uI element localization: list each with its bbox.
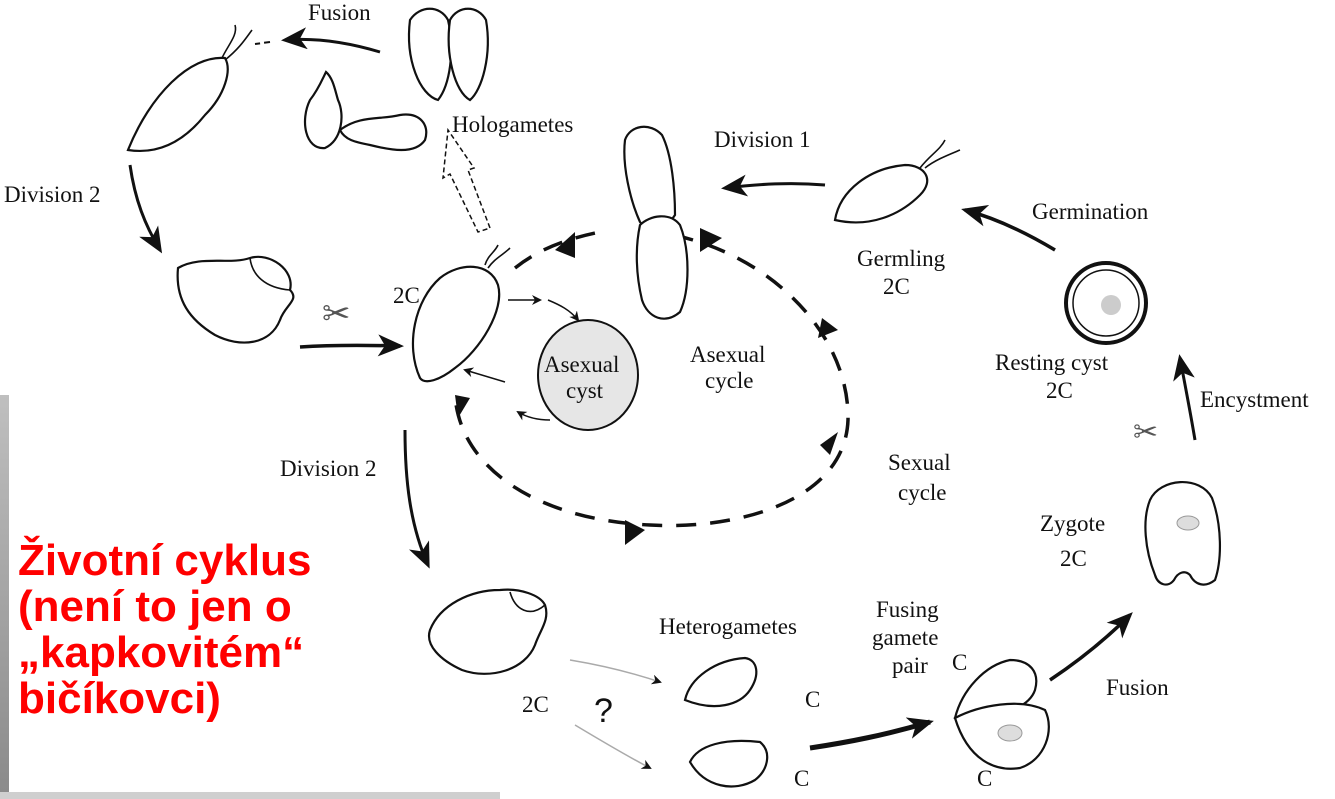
flagellate-cell-top-left bbox=[128, 25, 252, 151]
label-sexual-cycle-2: cycle bbox=[898, 480, 947, 505]
dividing-cell-left bbox=[178, 257, 294, 343]
label-hologametes: Hologametes bbox=[452, 112, 573, 137]
caption-line: Životní cyklus bbox=[18, 538, 378, 584]
dividing-cell-division1 bbox=[624, 127, 687, 319]
slide-edge-bottom bbox=[0, 792, 500, 799]
slide-edge bbox=[0, 395, 9, 799]
label-c-bottom-fusing: C bbox=[977, 766, 992, 791]
scissors-icon: ✂ bbox=[322, 294, 351, 334]
label-germling-2c: 2C bbox=[883, 274, 910, 299]
label-resting-cyst: Resting cyst bbox=[995, 350, 1109, 375]
caption-line: „kapkovitém“ bbox=[18, 630, 378, 676]
label-germination: Germination bbox=[1032, 199, 1149, 224]
label-fusion-bottom: Fusion bbox=[1106, 675, 1169, 700]
label-c-bottom: C bbox=[794, 766, 809, 791]
label-zygote: Zygote bbox=[1040, 511, 1105, 536]
label-c-right: C bbox=[805, 687, 820, 712]
label-division2-top: Division 2 bbox=[4, 182, 100, 207]
label-sexual-cycle-1: Sexual bbox=[888, 450, 951, 475]
division1-arrow bbox=[725, 184, 825, 188]
zygote-cell bbox=[1145, 482, 1220, 585]
slide-caption: Životní cyklus (není to jen o „kapkovité… bbox=[18, 538, 378, 722]
label-zygote-2c: 2C bbox=[1060, 546, 1087, 571]
label-2c-bottom: 2C bbox=[522, 692, 549, 717]
label-fusing-2: gamete bbox=[872, 625, 938, 650]
dividing-cell-bottom bbox=[429, 590, 546, 674]
vegetative-cell-2C bbox=[413, 245, 510, 381]
hollow-arrow-2 bbox=[575, 725, 650, 768]
hologamete-fusing bbox=[305, 72, 426, 150]
label-asexual-cycle-1: Asexual bbox=[690, 342, 765, 367]
division2-arrow-top bbox=[130, 165, 160, 250]
arrow-to-vegetative-cell bbox=[300, 345, 400, 347]
label-asexual-cyst-2: cyst bbox=[566, 378, 604, 403]
label-2c-center: 2C bbox=[393, 283, 420, 308]
label-heterogametes: Heterogametes bbox=[659, 614, 797, 639]
label-division2-mid: Division 2 bbox=[280, 456, 376, 481]
label-question: ? bbox=[594, 692, 613, 730]
resting-cyst bbox=[1066, 263, 1146, 343]
label-germling: Germling bbox=[857, 246, 946, 271]
label-division1: Division 1 bbox=[714, 127, 810, 152]
label-c-fusing: C bbox=[952, 650, 967, 675]
hologamete-pair bbox=[409, 9, 488, 100]
scissors-icon: ✂ bbox=[1133, 415, 1158, 450]
label-fusing-3: pair bbox=[892, 653, 928, 678]
germling-cell bbox=[835, 140, 960, 222]
heterogamete-top bbox=[685, 658, 756, 706]
label-fusing-1: Fusing bbox=[876, 597, 939, 622]
label-asexual-cycle-2: cycle bbox=[705, 368, 754, 393]
arrow-to-fusing-pair bbox=[810, 722, 930, 748]
division2-arrow-mid bbox=[405, 430, 428, 565]
fusing-gamete-pair bbox=[955, 660, 1049, 769]
label-resting-cyst-2c: 2C bbox=[1046, 378, 1073, 403]
fusion-arrow-top bbox=[285, 39, 380, 52]
label-fusion-top: Fusion bbox=[308, 0, 371, 25]
caption-line: bičíkovci) bbox=[18, 676, 378, 722]
hollow-arrow-1 bbox=[570, 660, 660, 682]
label-asexual-cyst-1: Asexual bbox=[544, 352, 619, 377]
fusion-arrow-bottom bbox=[1050, 615, 1130, 680]
encystment-arrow bbox=[1180, 358, 1195, 440]
heterogamete-bottom bbox=[690, 741, 767, 787]
label-encystment: Encystment bbox=[1200, 387, 1309, 412]
caption-line: (není to jen o bbox=[18, 584, 378, 630]
hologamete-arrow bbox=[443, 130, 490, 232]
